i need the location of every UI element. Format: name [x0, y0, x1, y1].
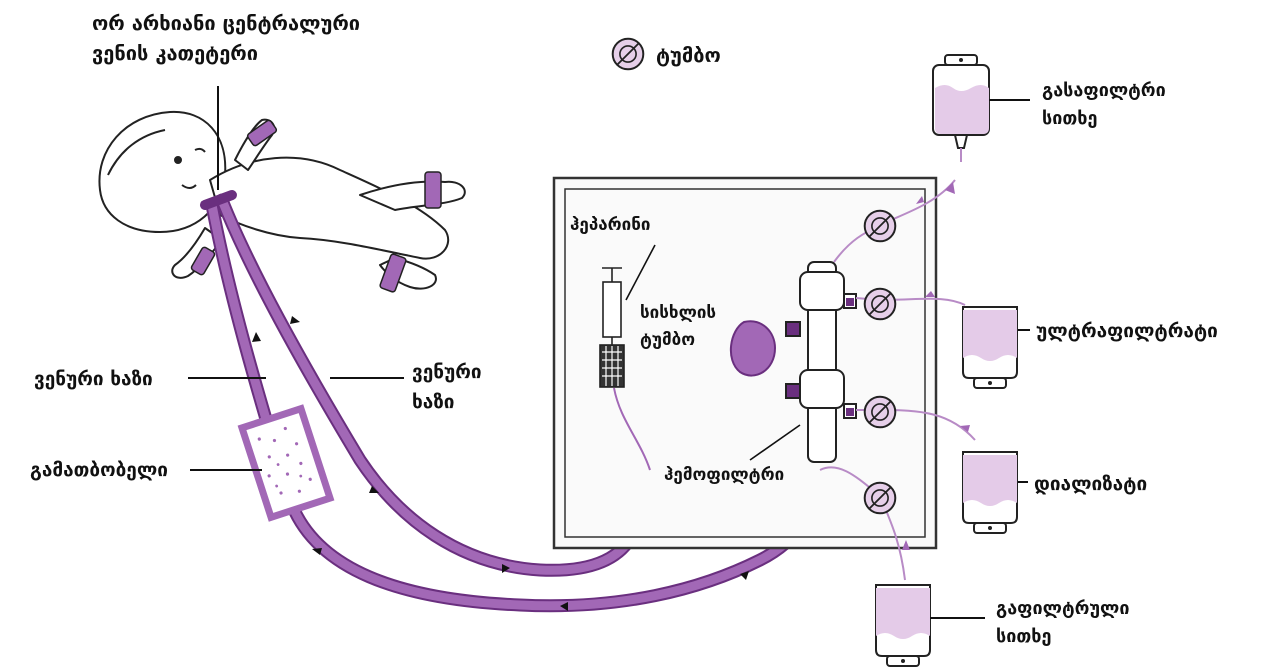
pump-legend-label: ტუმბო — [656, 43, 721, 67]
leader-line — [625, 244, 656, 301]
infant-patient-icon — [98, 110, 466, 290]
replacement-fluid-label-line2: სითხე — [1042, 108, 1098, 129]
hemofilter-label: ჰემოფილტრი — [664, 465, 784, 485]
catheter-label-line1: ორ არხიანი ცენტრალური — [92, 11, 360, 35]
pump-icon — [863, 209, 897, 243]
pump-icon — [863, 395, 897, 429]
pump-legend-icon — [611, 37, 645, 71]
dialysate-label: დიალიზატი — [1034, 473, 1147, 495]
restraint-cuffs — [190, 119, 442, 293]
venous-line-left-label: ვენური ხაზი — [34, 368, 153, 390]
heparin-label: ჰეპარინი — [570, 215, 650, 235]
replacement-fluid-label-line1: გასაფილტრი — [1042, 80, 1166, 101]
leader-line — [749, 424, 801, 461]
hemofilter-icon — [785, 261, 857, 463]
pump-icon — [863, 287, 897, 321]
ultrafiltrate-bag-icon — [962, 306, 1018, 389]
filtered-fluid-label-line2: სითხე — [996, 626, 1052, 647]
blood-pump-label-line2: ტუმბო — [640, 330, 695, 350]
blood-pump-label-line1: სისხლის — [640, 303, 716, 323]
venous-line-right-label-line2: ხაზი — [412, 391, 455, 413]
syringe-icon — [599, 267, 625, 388]
fluid-arrows — [902, 182, 970, 550]
replacement-fluid-bag-icon — [932, 54, 990, 162]
blood-pump-bulb-icon — [729, 320, 777, 377]
pump-icon — [863, 481, 897, 515]
catheter-label-line2: ვენის კათეტერი — [92, 41, 258, 65]
venous-line-right-label-line1: ვენური — [412, 361, 482, 383]
filtered-fluid-bag-icon — [875, 584, 931, 667]
humidifier-icon — [237, 404, 335, 522]
humidifier-label: გამათბობელი — [30, 459, 168, 481]
dialysate-bag-icon — [962, 451, 1018, 534]
ultrafiltrate-label: ულტრაფილტრატი — [1036, 320, 1218, 342]
filtered-fluid-label-line1: გაფილტრული — [996, 598, 1130, 619]
